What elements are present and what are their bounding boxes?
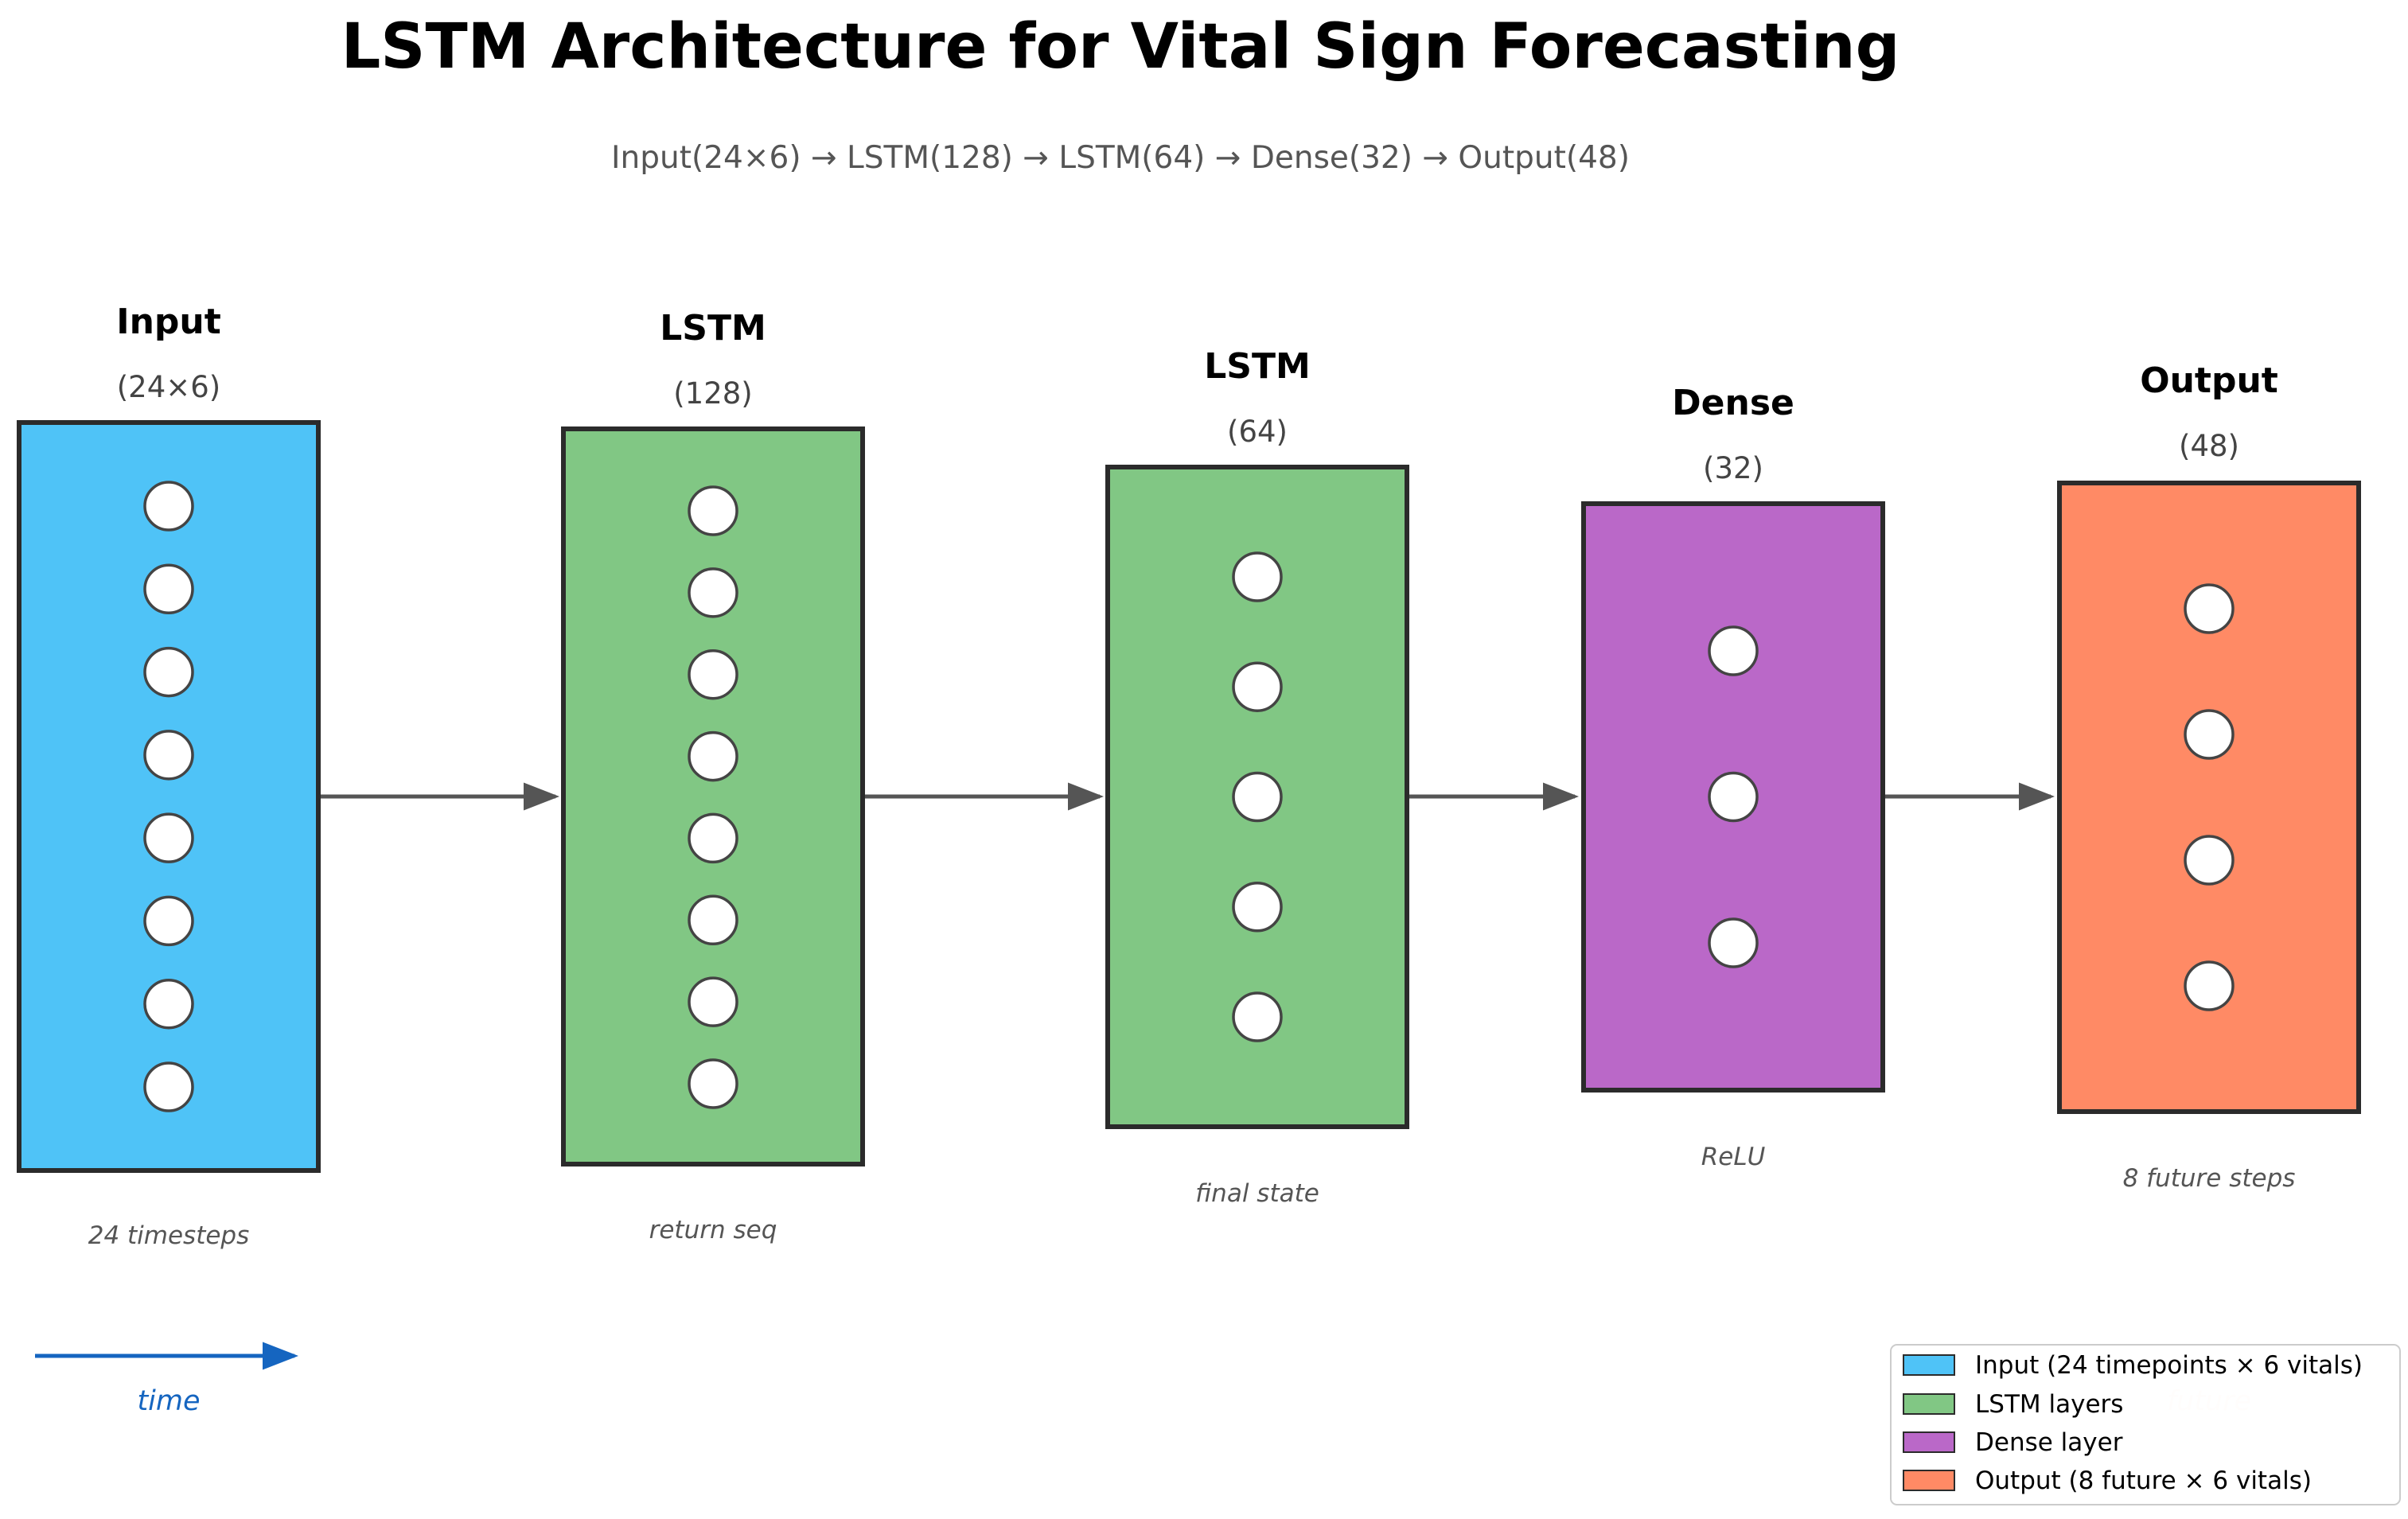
neuron-node — [688, 485, 738, 536]
neuron-node — [688, 1058, 738, 1109]
neuron-node — [688, 894, 738, 946]
neuron-node — [688, 812, 738, 864]
layer-box — [2057, 481, 2361, 1114]
layer-size: (32) — [1703, 451, 1763, 485]
layer-size: (48) — [2179, 429, 2239, 463]
neuron-node — [1232, 991, 1283, 1042]
time-indicator: time — [35, 1342, 298, 1417]
neuron-node — [143, 730, 194, 781]
neuron-node — [1232, 551, 1283, 602]
legend-item-lstm: LSTM layers — [1903, 1390, 2123, 1419]
legend-label: Output (8 future × 6 vitals) — [1975, 1466, 2312, 1495]
layer-name: Input — [116, 302, 221, 342]
neuron-node — [1708, 625, 1759, 676]
neuron-node — [143, 895, 194, 947]
neuron-node — [143, 646, 194, 698]
layer-note: 24 timesteps — [88, 1221, 250, 1250]
layer-box — [561, 426, 865, 1167]
legend: Input (24 timepoints × 6 vitals) LSTM la… — [1890, 1344, 2401, 1505]
legend-label: LSTM layers — [1975, 1390, 2123, 1419]
layer-name: Dense — [1672, 383, 1794, 423]
neuron-node — [1708, 917, 1759, 968]
layer-nodes — [1708, 625, 1759, 968]
legend-label: Input (24 timepoints × 6 vitals) — [1975, 1351, 2363, 1380]
layer-note: return seq — [649, 1216, 777, 1244]
neuron-node — [2184, 960, 2235, 1011]
neuron-node — [2184, 583, 2235, 634]
time-label: time — [137, 1385, 200, 1417]
legend-swatch — [1903, 1393, 1955, 1415]
legend-frame — [1890, 1344, 2401, 1505]
neuron-node — [143, 978, 194, 1030]
layer-size: (128) — [673, 376, 753, 411]
layer-note: 8 future steps — [2123, 1164, 2296, 1193]
layer-size: (64) — [1227, 415, 1288, 449]
diagram-subtitle: Input(24×6) → LSTM(128) → LSTM(64) → Den… — [611, 140, 1630, 176]
layer-name: LSTM — [660, 308, 766, 349]
neuron-node — [688, 648, 738, 700]
legend-label: Dense layer — [1975, 1428, 2123, 1457]
legend-swatch — [1903, 1431, 1955, 1453]
layer-output: Output (48) 8 future steps — [2057, 360, 2361, 1193]
layer-lstm-64: LSTM (64) final state — [1105, 346, 1409, 1208]
neuron-node — [1232, 661, 1283, 712]
neuron-node — [143, 563, 194, 615]
legend-item-input: Input (24 timepoints × 6 vitals) — [1903, 1351, 2363, 1380]
layer-size: (24×6) — [117, 370, 221, 404]
layer-note: final state — [1195, 1179, 1319, 1208]
layer-box — [17, 420, 321, 1173]
layer-nodes — [143, 481, 194, 1112]
neuron-node — [688, 730, 738, 782]
layer-name: LSTM — [1204, 346, 1311, 387]
diagram-title: LSTM Architecture for Vital Sign Forecas… — [341, 11, 1900, 83]
layer-input: Input (24×6) 24 timesteps — [17, 302, 321, 1250]
layer-nodes — [688, 485, 738, 1109]
neuron-node — [143, 812, 194, 863]
legend-item-dense: Dense layer — [1903, 1428, 2123, 1457]
neuron-node — [143, 481, 194, 532]
neuron-node — [143, 1061, 194, 1112]
layer-dense: Dense (32) ReLU — [1581, 383, 1885, 1171]
neuron-node — [1232, 882, 1283, 933]
neuron-node — [688, 567, 738, 618]
legend-swatch — [1903, 1470, 1955, 1491]
layer-name: Output — [2140, 360, 2278, 401]
layer-note: ReLU — [1701, 1143, 1766, 1171]
layer-nodes — [2184, 583, 2235, 1011]
neuron-node — [688, 976, 738, 1027]
neuron-node — [1708, 771, 1759, 823]
neuron-node — [2184, 835, 2235, 886]
layer-lstm-128: LSTM (128) return seq — [561, 308, 865, 1244]
layer-nodes — [1232, 551, 1283, 1042]
neuron-node — [1232, 771, 1283, 823]
legend-swatch — [1903, 1354, 1955, 1376]
neuron-node — [2184, 709, 2235, 760]
legend-item-output: Output (8 future × 6 vitals) — [1903, 1466, 2312, 1495]
